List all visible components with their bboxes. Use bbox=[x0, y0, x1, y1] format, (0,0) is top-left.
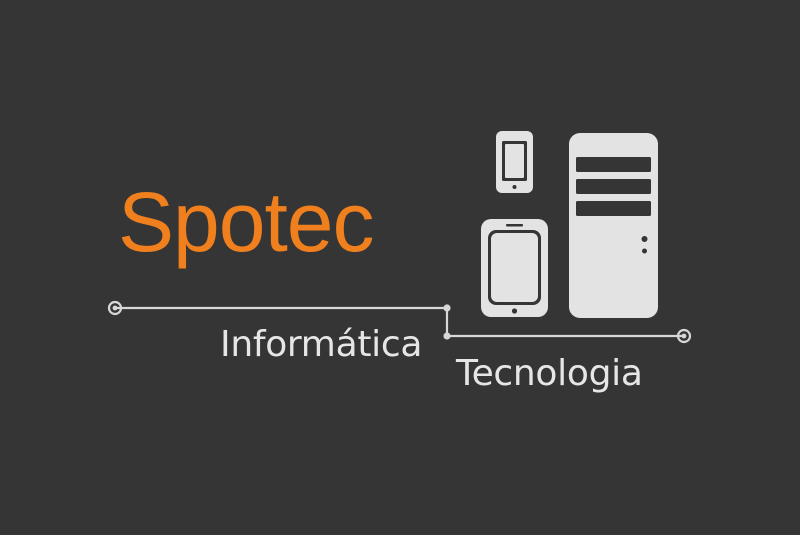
smartphone-home-button bbox=[512, 185, 517, 189]
smartphone-icon bbox=[496, 131, 533, 193]
tower-drive-bay-3 bbox=[576, 201, 651, 216]
circuit-node-right bbox=[676, 328, 692, 344]
tablet-screen bbox=[491, 233, 538, 302]
circuit-dots bbox=[112, 304, 687, 340]
brand-name: Spotec bbox=[118, 175, 375, 269]
tower-led bbox=[642, 248, 647, 254]
circuit-dot-right bbox=[681, 333, 687, 339]
tagline-tecnologia: Tecnologia bbox=[456, 353, 643, 394]
circuit-junction-top bbox=[443, 304, 451, 312]
tablet-icon bbox=[481, 219, 548, 317]
tower-power-button bbox=[641, 236, 648, 242]
smartphone-screen-inner bbox=[505, 144, 524, 178]
tablet-speaker bbox=[506, 224, 523, 227]
tower-drive-bay-1 bbox=[576, 157, 651, 172]
circuit-node-left bbox=[107, 300, 123, 316]
tablet-home-button bbox=[511, 308, 518, 314]
desktop-tower-icon bbox=[569, 133, 658, 318]
circuit-junction-bottom bbox=[443, 332, 451, 340]
circuit-dot-left bbox=[112, 305, 118, 311]
tagline-informatica: Informática bbox=[220, 324, 423, 365]
tower-drive-bay-2 bbox=[576, 179, 651, 194]
